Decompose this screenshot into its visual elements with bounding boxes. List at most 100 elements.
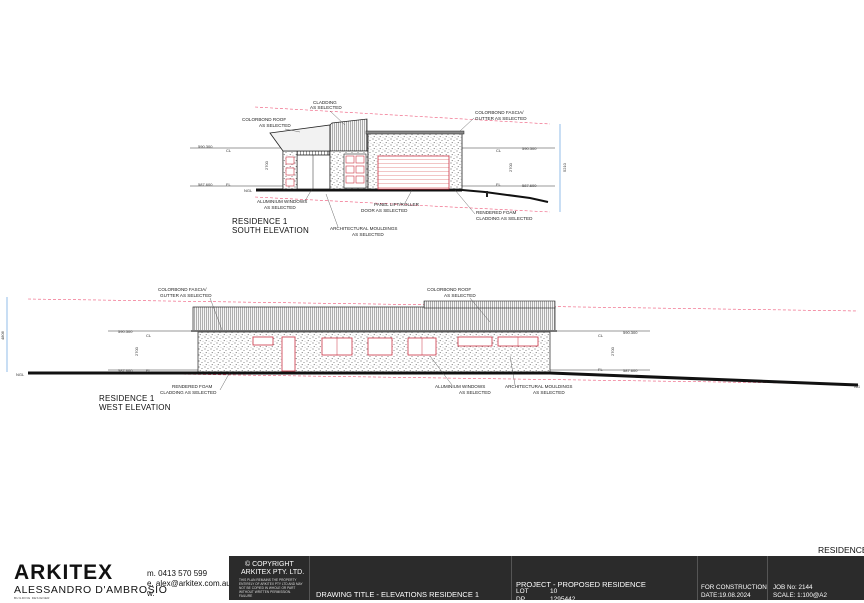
phone: 0413 570 599	[158, 569, 208, 578]
door	[281, 336, 296, 372]
annotation: ARCHITECTURAL MOULDINGS	[505, 384, 572, 389]
annotation: COLORBOND FASCIA/	[475, 110, 524, 115]
level-label: 590.300	[522, 146, 537, 151]
annotation: ARCHITECTURAL MOULDINGS	[330, 226, 397, 231]
level-label: 587.600	[522, 183, 537, 188]
level-label: 587.600	[623, 368, 638, 373]
annotation: AS SELECTED	[459, 390, 491, 395]
level-label: 587.600	[118, 368, 133, 373]
ground-line	[28, 371, 859, 387]
elevation-title: RESIDENCE 1	[99, 394, 155, 403]
elevation-title: WEST ELEVATION	[99, 403, 171, 412]
window	[367, 337, 393, 356]
email: alex@arkitex.com.au	[155, 579, 231, 588]
title-block: ARKITEX ALESSANDRO D'AMBROSIO BUILDING D…	[0, 556, 864, 603]
annotation: ALUMINIUM WINDOWS	[435, 384, 485, 389]
annotation: ALUMINIUM WINDOWS	[257, 199, 307, 204]
level-label: 590.300	[118, 329, 133, 334]
dimension-label: 4806	[0, 330, 5, 340]
elevation-title: RESIDENCE 1	[232, 217, 288, 226]
elevation-drawing: 5210 590.300 587.600 CL FL NGL 2700 590.…	[0, 100, 860, 412]
annotation: AS SELECTED	[533, 390, 565, 395]
level-tag: CL	[496, 148, 502, 153]
annotation: CLADDING AS SELECTED	[160, 390, 217, 395]
annotation: PANEL LIFT/ROLLER	[374, 202, 420, 207]
level-tag: NGL	[244, 188, 253, 193]
annotation: RENDERED FOAM	[476, 210, 516, 215]
level-tag: FL	[598, 367, 603, 372]
annotation: RENDERED FOAM	[172, 384, 212, 389]
drawing-date: DATE:19.08.2024	[701, 592, 751, 599]
fascia	[365, 130, 465, 135]
annotation: AS SELECTED	[352, 232, 384, 237]
elevation-title: SOUTH ELEVATION	[232, 226, 309, 235]
south-elevation: 5210 590.300 587.600 CL FL NGL 2700 590.…	[190, 100, 567, 237]
height-plane-line	[254, 196, 551, 213]
dimension-label: 2700	[134, 346, 139, 356]
company-logo: ARKITEX ALESSANDRO D'AMBROSIO BUILDING D…	[14, 562, 167, 600]
dimension-label: 5210	[562, 162, 567, 172]
west-elevation: 4806 590.300 587.600 CL FL NGL 2700 590.…	[0, 287, 860, 412]
roof	[329, 118, 368, 152]
designer-role: BUILDING DESIGNER	[14, 596, 50, 600]
garage-door	[377, 155, 450, 190]
height-plane-line	[27, 371, 859, 385]
lot-label: LOT	[516, 588, 529, 595]
web-label: w.	[147, 589, 155, 598]
copyright-box: © COPYRIGHT ARKITEX PTY. LTD. THIS PLAN …	[229, 556, 309, 600]
annotation: COLORBOND FASCIA/	[158, 287, 207, 292]
dimension-label: 2700	[508, 162, 513, 172]
level-label: 590.300	[198, 144, 213, 149]
roof	[192, 306, 556, 332]
annotation: AS SELECTED	[444, 293, 476, 298]
phone-label: m.	[147, 569, 156, 578]
dimension-label: 2700	[264, 160, 269, 170]
annotation: CLADDING AS SELECTED	[476, 216, 533, 221]
roof	[423, 300, 556, 309]
level-label: 587.600	[198, 182, 213, 187]
status-box: FOR CONSTRUCTION DATE:19.08.2024	[697, 556, 768, 600]
job-box: JOB No: 2144 SCALE: 1:100@A2	[767, 556, 864, 600]
copyright-notice: THIS PLAN REMAINS THE PROPERTY ENTIRELY …	[239, 578, 303, 598]
roof	[269, 124, 331, 152]
annotation: GUTTER AS SELECTED	[160, 293, 212, 298]
annotation: COLORBOND ROOF	[242, 117, 286, 122]
level-tag: NGL	[16, 372, 25, 377]
annotation: COLORBOND ROOF	[427, 287, 471, 292]
ground-line	[461, 189, 549, 203]
lot-value: 10	[550, 588, 558, 595]
level-tag: CL	[146, 333, 152, 338]
annotation: AS SELECTED	[310, 105, 342, 110]
drawing-status: FOR CONSTRUCTION	[701, 584, 767, 591]
level-tag: CL	[226, 148, 232, 153]
window	[296, 154, 331, 190]
designer-name: ALESSANDRO D'AMBROSIO	[14, 584, 168, 596]
copyright-heading: © COPYRIGHT	[245, 561, 294, 568]
drawing-title-box: DRAWING TITLE - ELEVATIONS RESIDENCE 1	[309, 556, 512, 600]
project-name: PROJECT - PROPOSED RESIDENCE	[516, 580, 646, 589]
level-label: 590.300	[623, 330, 638, 335]
level-tag: FL	[146, 368, 151, 373]
window	[252, 336, 274, 346]
email-label: e.	[147, 579, 154, 588]
logo-wordmark: ARKITEX	[14, 561, 114, 584]
job-number: JOB No: 2144	[773, 584, 813, 591]
drawing-title: DRAWING TITLE - ELEVATIONS RESIDENCE 1	[316, 590, 480, 599]
level-tag: FL	[226, 182, 231, 187]
level-tag: NG	[854, 384, 860, 389]
annotation: CLADDING	[313, 100, 337, 105]
annotation: DOOR AS SELECTED	[361, 208, 408, 213]
level-tag: FL	[496, 182, 501, 187]
annotation: AS SELECTED	[264, 205, 296, 210]
contact-details: m. 0413 570 599 e. alex@arkitex.com.au w…	[147, 569, 231, 599]
dimension-label: 2700	[610, 346, 615, 356]
sheet-tag: RESIDENCE	[818, 545, 864, 555]
copyright-company: ARKITEX PTY. LTD.	[241, 569, 305, 576]
window	[457, 336, 493, 347]
height-plane-line	[254, 106, 551, 125]
annotation: AS SELECTED	[259, 123, 291, 128]
drawing-scale: SCALE: 1:100@A2	[773, 592, 828, 599]
level-tag: CL	[598, 333, 604, 338]
annotation: GUTTER AS SELECTED	[475, 116, 527, 121]
